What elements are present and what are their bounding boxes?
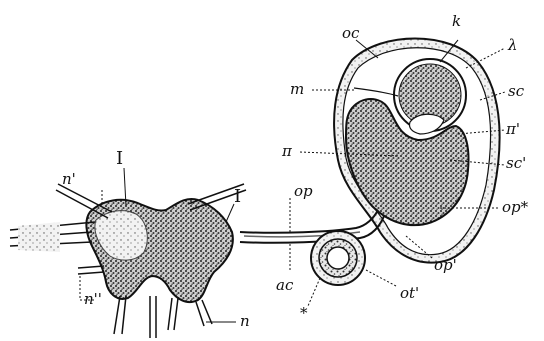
label-I-right: I bbox=[234, 186, 241, 207]
auditory-vesicle bbox=[311, 231, 365, 285]
label-pi-prime: π' bbox=[505, 120, 520, 138]
duct-canal bbox=[240, 210, 384, 243]
label-n-double-prime: n'' bbox=[84, 290, 102, 308]
label-lambda: λ bbox=[507, 36, 518, 54]
label-n: n bbox=[240, 312, 250, 330]
label-ot-prime: ot' bbox=[400, 284, 419, 302]
label-m: m bbox=[290, 80, 304, 98]
label-k: k bbox=[452, 12, 461, 30]
label-oc: oc bbox=[342, 24, 360, 42]
label-sc: sc bbox=[508, 82, 525, 100]
label-sc-prime: sc' bbox=[506, 154, 526, 172]
label-op-prime: op' bbox=[434, 256, 457, 274]
label-op: op bbox=[294, 182, 313, 200]
label-op-star: op* bbox=[502, 198, 529, 216]
label-n-prime: n' bbox=[62, 170, 76, 188]
label-pi: π bbox=[281, 142, 293, 160]
label-I-left: I bbox=[116, 148, 123, 169]
label-star: * bbox=[300, 304, 308, 322]
label-ac: ac bbox=[276, 276, 294, 294]
ganglion-mass bbox=[86, 199, 233, 302]
